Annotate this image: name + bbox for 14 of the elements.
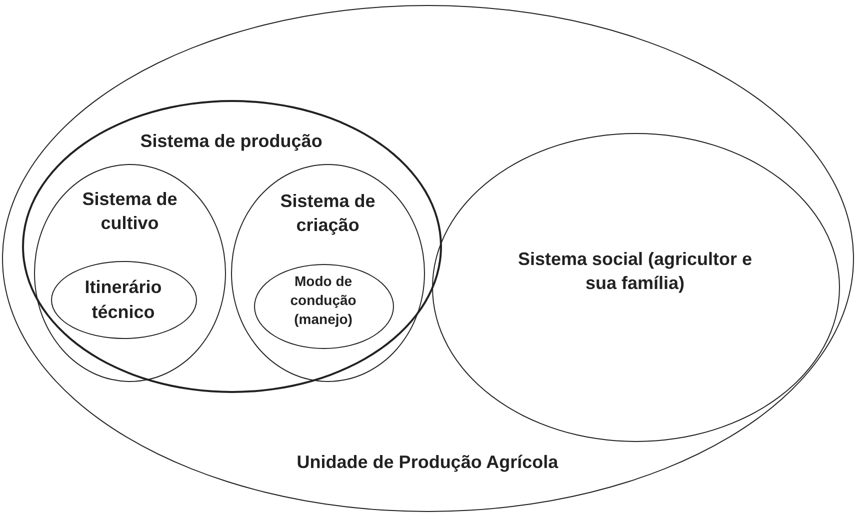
ellipse-label: Sistema social (agricultor e sua família) <box>516 248 754 296</box>
ellipse-label: Modo de condução (manejo) <box>289 272 358 329</box>
ellipse <box>34 164 226 382</box>
ellipse <box>50 260 197 339</box>
ellipse-label: Sistema de cultivo <box>81 188 178 236</box>
ellipse-label: Itinerário técnico <box>84 276 163 324</box>
ellipse <box>254 264 394 349</box>
ellipse-label: Sistema de produção <box>139 130 324 154</box>
ellipse <box>22 100 442 392</box>
ellipse <box>2 5 854 512</box>
ellipse-label: Sistema de criação <box>279 190 376 238</box>
ellipse <box>432 132 840 442</box>
ellipse-label: Unidade de Produção Agrícola <box>296 450 560 474</box>
ellipse <box>231 164 426 382</box>
